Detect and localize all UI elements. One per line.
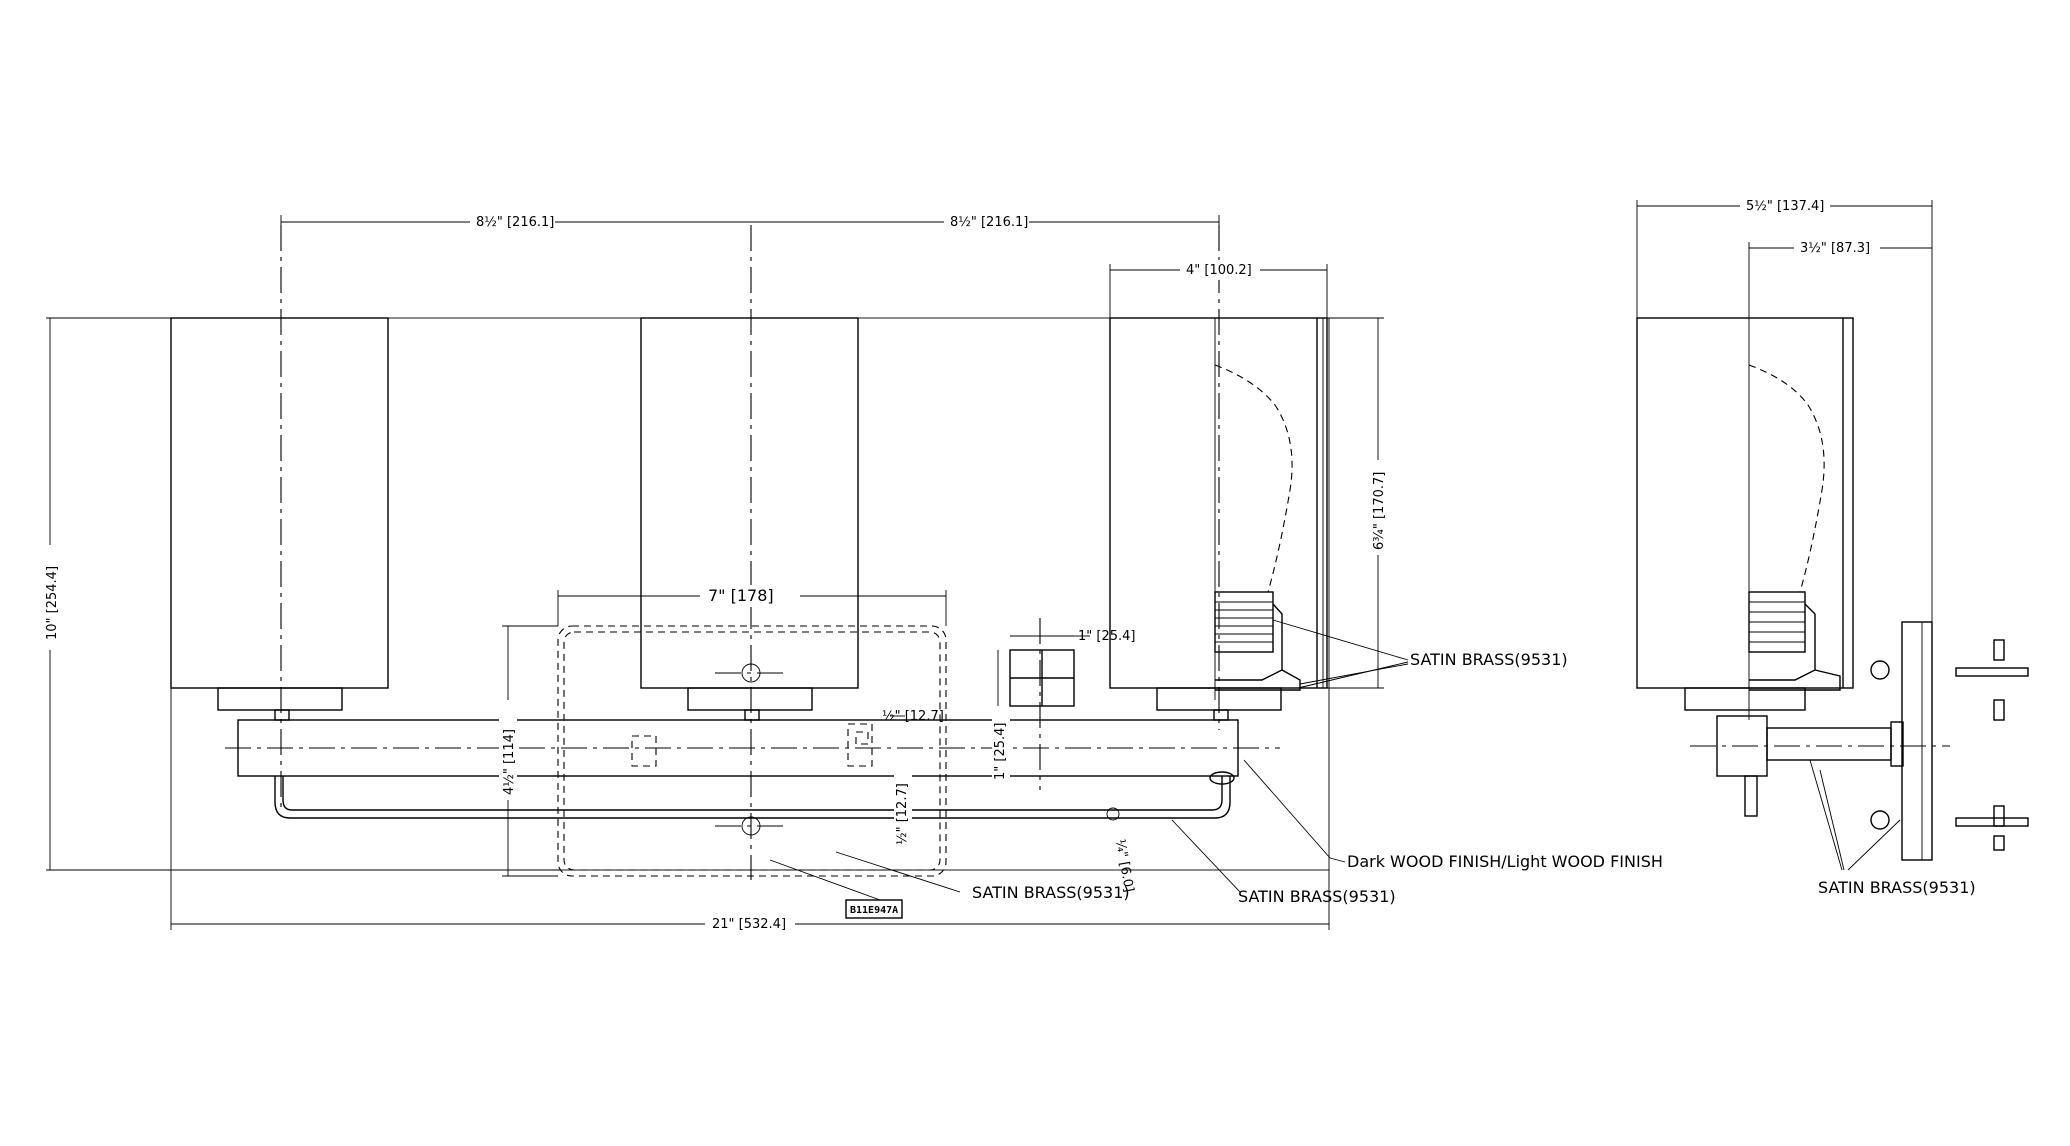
note-satin-plate: SATIN BRASS(9531) [972, 883, 1130, 902]
shade-left [170, 317, 389, 689]
note-satin-top: SATIN BRASS(9531) [1410, 650, 1568, 669]
dim-shade-width: 4" [100.2] [1186, 263, 1252, 278]
backplate [557, 625, 947, 877]
note-satin-arm: SATIN BRASS(9531) [1238, 887, 1396, 906]
bulb-outline [1214, 364, 1293, 593]
note-wood-finish: Dark WOOD FINISH/Light WOOD FINISH [1347, 852, 1663, 871]
brass-rod [274, 776, 1231, 819]
shade-left-cap [217, 687, 343, 711]
dim-height: 10" [254.4] [45, 566, 60, 640]
socket [1214, 591, 1274, 653]
dim-shade-height: 6¾" [170.7] [1372, 472, 1387, 550]
label-tag: B11E947A [850, 905, 898, 916]
dim-top-left: 8½" [216.1] [476, 215, 554, 230]
dim-square-small: ½" [12.7] [882, 709, 944, 724]
dim-bar-height: 1" [25.4] [993, 723, 1008, 780]
dim-top-right: 8½" [216.1] [950, 215, 1028, 230]
label-tag-box [845, 899, 903, 919]
dim-arm-gap: ½" [12.7] [895, 783, 910, 845]
dim-backplate-width: 7" [178] [708, 586, 774, 605]
side-view: 5½" [137.4] 3½" [87.3] SATIN BRASS(9531) [1636, 196, 2029, 897]
front-view: 8½" [216.1] 8½" [216.1] 4" [100.2] 10" [… [42, 212, 1663, 934]
dim-backplate-height: 4½" [114] [502, 729, 517, 795]
dim-total-width: 21" [532.4] [712, 917, 786, 932]
shade-center-cap [687, 687, 813, 711]
note-satin-side: SATIN BRASS(9531) [1818, 878, 1976, 897]
dim-depth: 5½" [137.4] [1746, 199, 1824, 214]
dim-shade-depth: 3½" [87.3] [1800, 241, 1870, 256]
dim-arm-square: 1" [25.4] [1078, 629, 1135, 644]
side-shade [1636, 317, 1854, 689]
side-mount-plate [1901, 621, 1933, 861]
